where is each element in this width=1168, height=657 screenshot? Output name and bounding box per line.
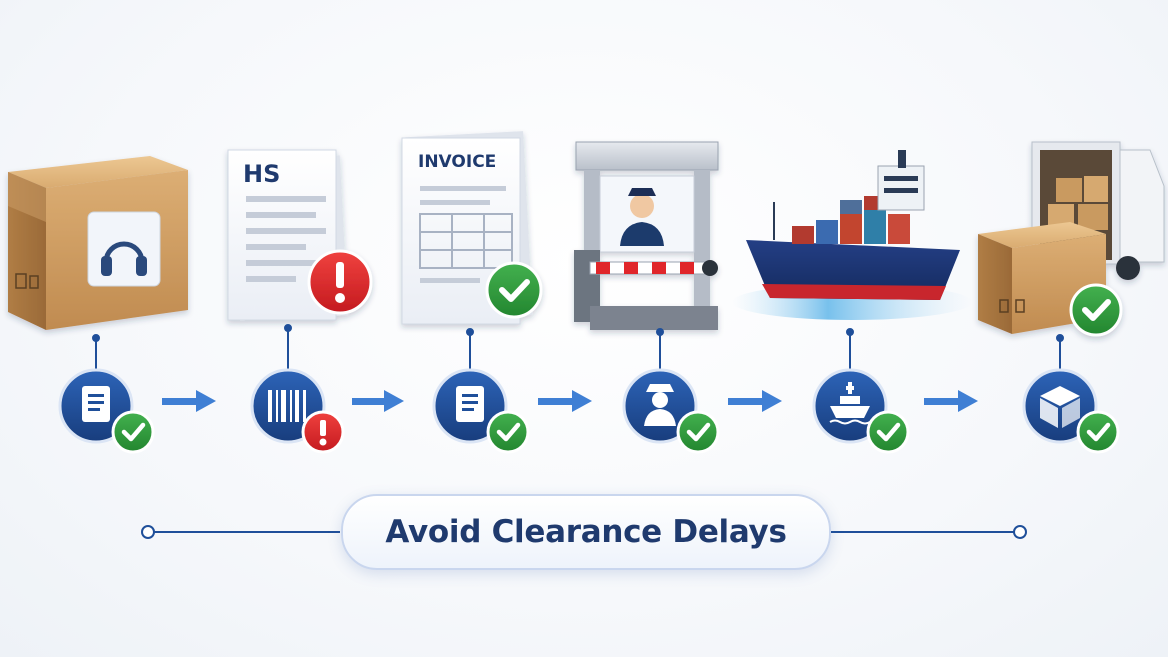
customs-officer-icon bbox=[644, 384, 676, 426]
ship-icon bbox=[829, 382, 871, 425]
ok-check-icon bbox=[866, 410, 910, 454]
invoice-document-icon bbox=[401, 131, 543, 325]
package-icon bbox=[1040, 386, 1080, 428]
arrow-right-icon bbox=[924, 390, 978, 412]
step-6 bbox=[1022, 368, 1120, 454]
document-icon bbox=[82, 386, 110, 422]
warning-icon bbox=[301, 410, 345, 454]
ok-check-icon bbox=[486, 410, 530, 454]
title-banner: Avoid Clearance Delays bbox=[341, 494, 831, 570]
arrow-right-icon bbox=[352, 390, 404, 412]
cargo-ship-icon bbox=[732, 150, 972, 320]
document-icon bbox=[456, 386, 484, 422]
arrow-right-icon bbox=[728, 390, 782, 412]
step-3 bbox=[432, 368, 530, 454]
hs-label: HS bbox=[243, 160, 281, 188]
package-box-icon bbox=[8, 156, 188, 330]
ok-check-icon bbox=[1076, 410, 1120, 454]
connector-lines bbox=[92, 324, 1064, 370]
step-4 bbox=[622, 368, 720, 454]
arrow-right-icon bbox=[538, 390, 592, 412]
flow-arrows bbox=[162, 390, 978, 412]
step-2 bbox=[250, 368, 345, 454]
ok-check-icon bbox=[676, 410, 720, 454]
customs-booth-icon bbox=[574, 141, 719, 330]
page-title: Avoid Clearance Delays bbox=[385, 514, 787, 550]
step-1 bbox=[58, 368, 155, 454]
ok-check-icon bbox=[111, 410, 155, 454]
barcode-icon bbox=[268, 390, 306, 422]
step-5 bbox=[812, 368, 910, 454]
arrow-right-icon bbox=[162, 390, 216, 412]
invoice-label: INVOICE bbox=[418, 152, 497, 172]
hs-document-icon bbox=[227, 149, 373, 321]
title-rule bbox=[141, 525, 1027, 539]
delivery-truck-icon bbox=[978, 141, 1165, 337]
